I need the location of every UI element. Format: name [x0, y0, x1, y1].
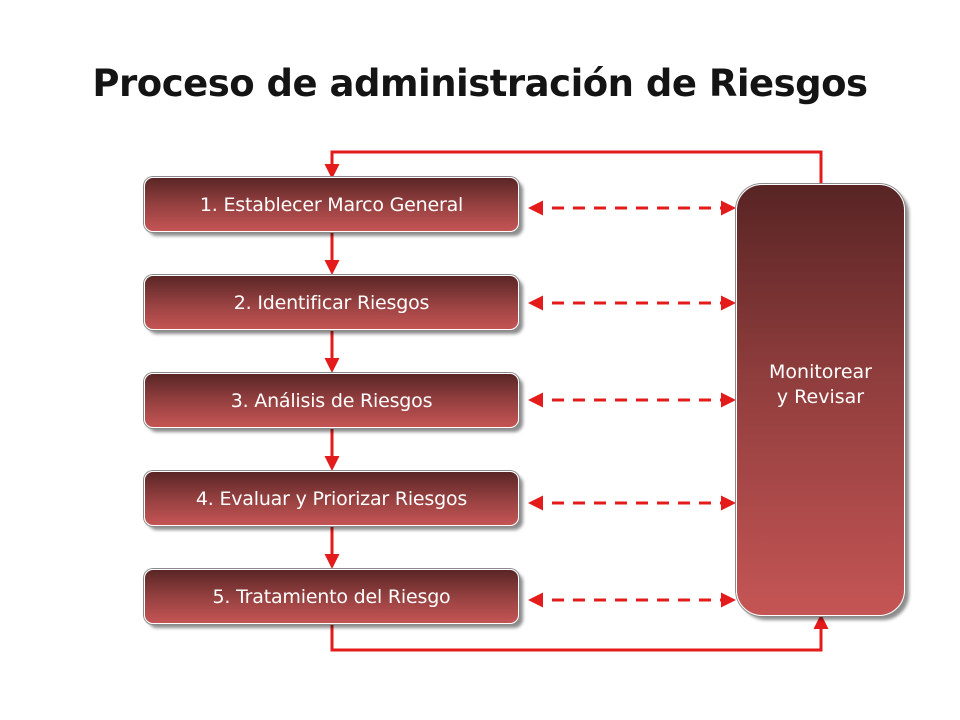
- monitor-label-line2: y Revisar: [776, 386, 865, 408]
- feedback-loop-bottom: [330, 614, 829, 652]
- step-label-5: 5. Tratamiento del Riesgo: [212, 585, 451, 608]
- step-box-2: 2. Identificar Riesgos: [144, 275, 519, 330]
- monitor-review-box: Monitorear y Revisar: [736, 184, 905, 616]
- monitor-label: Monitorear y Revisar: [769, 360, 872, 409]
- diagram-title: Proceso de administración de Riesgos: [92, 62, 868, 105]
- monitor-label-line1: Monitorear: [769, 361, 872, 384]
- step-box-5: 5. Tratamiento del Riesgo: [144, 569, 519, 624]
- step-box-1: 1. Establecer Marco General: [144, 177, 519, 232]
- step-box-3: 3. Análisis de Riesgos: [144, 373, 519, 428]
- step-label-1: 1. Establecer Marco General: [199, 193, 464, 216]
- step-label-4: 4. Evaluar y Priorizar Riesgos: [195, 487, 468, 510]
- step-label-2: 2. Identificar Riesgos: [233, 291, 430, 314]
- step-label-3: 3. Análisis de Riesgos: [230, 389, 433, 412]
- feedback-loop-top: [324, 150, 823, 184]
- step-box-4: 4. Evaluar y Priorizar Riesgos: [144, 471, 519, 526]
